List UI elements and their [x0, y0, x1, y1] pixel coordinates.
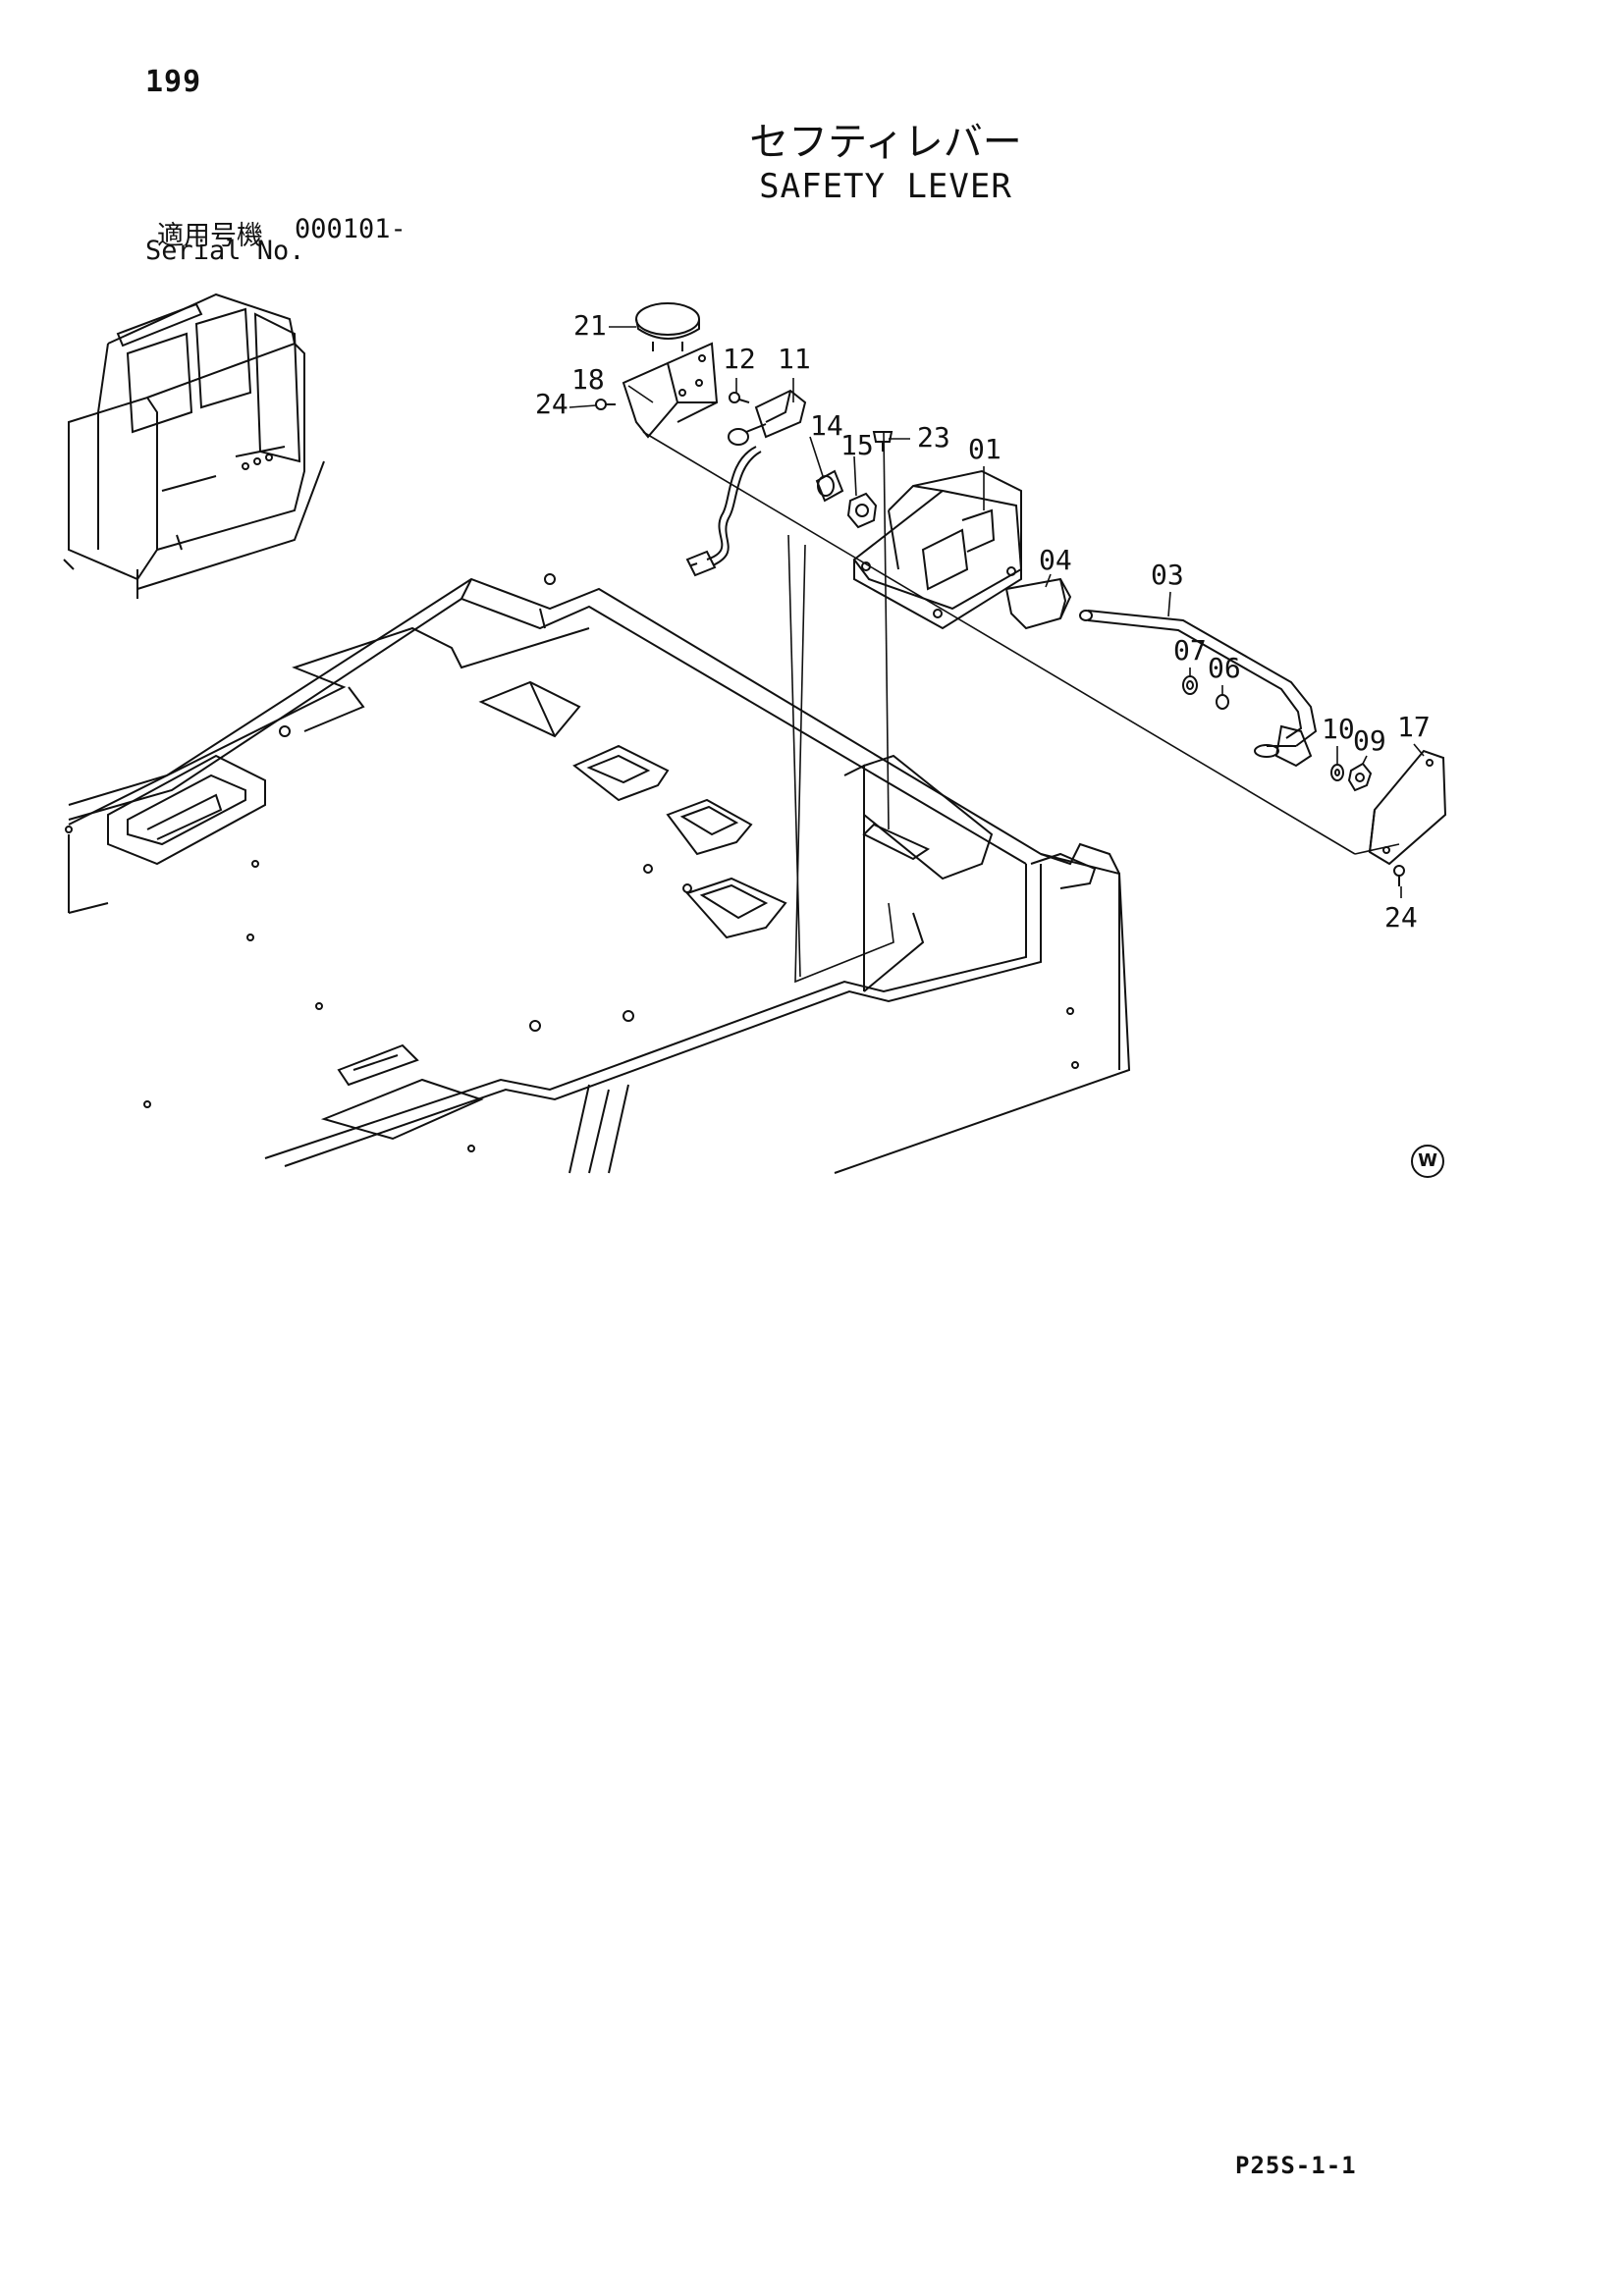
callout-10: 10: [1322, 713, 1355, 745]
page-number: 199: [145, 65, 202, 99]
machine-overview-thumbnail: [63, 293, 325, 599]
part-12-screw: [729, 392, 750, 403]
floor-plate: [65, 573, 1131, 1174]
part-06-pin: [1216, 694, 1229, 710]
part-21-cap: [635, 302, 700, 351]
part-24-screw-bottom: [1393, 865, 1405, 886]
callout-01: 01: [968, 433, 1001, 465]
callout-07: 07: [1173, 634, 1207, 667]
callout-24-top: 24: [535, 388, 568, 420]
part-10-washer: [1330, 764, 1344, 781]
part-24-screw-top: [595, 399, 616, 410]
callout-24-bottom: 24: [1384, 901, 1418, 934]
assembly-guide-lines: [642, 431, 1400, 984]
part-14-collar: [815, 469, 844, 503]
part-03-lever: [1079, 610, 1318, 768]
callout-04: 04: [1039, 544, 1072, 576]
part-09-nut: [1347, 762, 1373, 792]
callout-09: 09: [1353, 724, 1386, 757]
callout-leaders: [568, 326, 1425, 898]
part-15-nut: [846, 492, 878, 529]
callout-11: 11: [778, 343, 811, 375]
callout-18: 18: [571, 363, 605, 396]
callout-23: 23: [917, 421, 950, 454]
part-07-washer: [1182, 675, 1198, 695]
part-23-bolt: [872, 431, 893, 452]
title-japanese: セフティレバー: [749, 120, 1022, 165]
part-11-switch: [728, 389, 807, 446]
callout-21: 21: [573, 309, 607, 342]
callout-15: 15: [840, 429, 874, 461]
part-01-lever-bracket: [852, 469, 1023, 630]
callout-14: 14: [810, 409, 843, 442]
w-circle-mark: W: [1411, 1145, 1444, 1178]
callout-labels: 21 18 24 12 11 14 15 23 01 04 03 07 06 1…: [535, 309, 1431, 934]
part-17-cover: [1368, 749, 1447, 866]
callout-03: 03: [1151, 559, 1184, 591]
serial-value: 000101-: [295, 214, 406, 244]
part-04-grip: [1004, 577, 1072, 630]
callout-06: 06: [1208, 652, 1241, 684]
callout-12: 12: [723, 343, 756, 375]
harness-wire: [685, 446, 762, 577]
title-english: SAFETY LEVER: [759, 167, 1012, 206]
callout-17: 17: [1397, 711, 1431, 743]
serial-label-japanese: 適用号機: [157, 221, 263, 251]
part-18-bracket: [622, 342, 719, 439]
serial-label-english: Serial No.: [145, 236, 305, 266]
footer-drawing-code: P25S-1-1: [1235, 2152, 1357, 2179]
